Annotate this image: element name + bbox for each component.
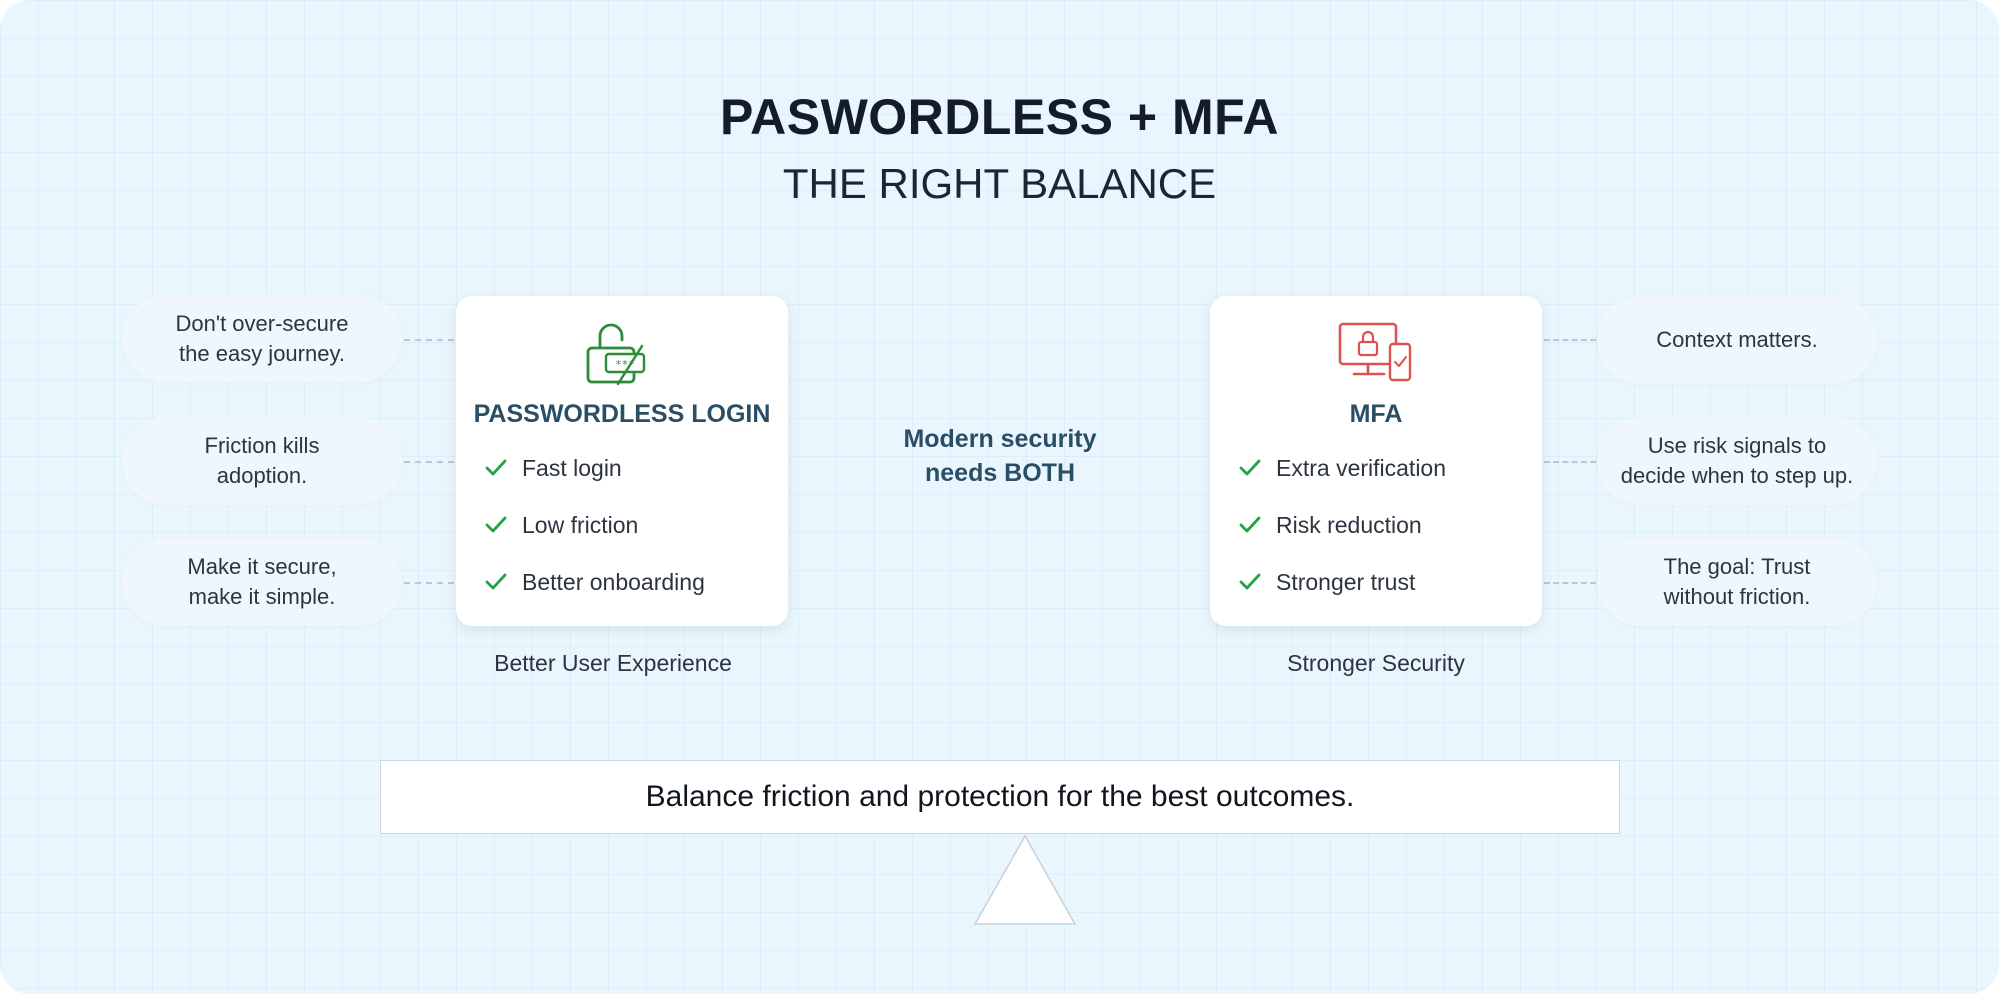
left-connector-3 [404,582,454,584]
feature-label: Better onboarding [522,568,705,595]
feature-label: Low friction [522,511,639,538]
right-note-1: Context matters. [1597,296,1877,384]
feature-label: Extra verification [1276,454,1447,481]
mfa-card-title: MFA [1349,400,1403,428]
left-connector-2 [404,461,454,463]
check-icon [485,459,507,476]
passwordless-feature-3: Better onboarding [484,567,705,597]
check-icon [1239,573,1261,590]
right-note-3: The goal: Trust without friction. [1597,538,1877,626]
check-icon [485,516,507,533]
multi-device-lock-icon [1338,322,1412,382]
passwordless-feature-2: Low friction [484,510,638,540]
right-connector-3 [1544,582,1596,584]
balance-beam: Balance friction and protection for the … [380,760,1620,834]
svg-text:***: *** [615,358,635,371]
center-message: Modern security needs BOTH [903,425,1097,487]
feature-label: Fast login [522,454,622,481]
mfa-feature-3: Stronger trust [1238,567,1415,597]
right-note-2: Use risk signals to decide when to step … [1597,417,1877,505]
check-icon [1239,516,1261,533]
mfa-feature-1: Extra verification [1238,453,1446,483]
passwordless-card: *** PASSWORDLESS LOGIN Fast login Low fr… [456,296,788,626]
page-title: PASWORDLESS + MFA [719,89,1279,145]
feature-label: Risk reduction [1276,511,1422,538]
mfa-caption: Stronger Security [1287,650,1465,676]
left-connector-1 [404,339,454,341]
right-connector-1 [1544,339,1596,341]
check-icon [485,573,507,590]
mfa-feature-2: Risk reduction [1238,510,1422,540]
mfa-card: MFA Extra verification Risk reduction St… [1210,296,1542,626]
passwordless-caption: Better User Experience [494,650,732,676]
unlocked-padlock-password-icon: *** [586,323,646,386]
left-note-2: Friction kills adoption. [122,417,402,505]
page-subtitle: THE RIGHT BALANCE [782,160,1217,207]
left-note-3: Make it secure, make it simple. [122,538,402,626]
check-icon [1239,459,1261,476]
right-connector-2 [1544,461,1596,463]
passwordless-feature-1: Fast login [484,453,622,483]
passwordless-card-title: PASSWORDLESS LOGIN [473,400,771,428]
feature-label: Stronger trust [1276,568,1416,595]
fulcrum-triangle [973,834,1077,925]
left-note-1: Don't over-secure the easy journey. [122,295,402,383]
